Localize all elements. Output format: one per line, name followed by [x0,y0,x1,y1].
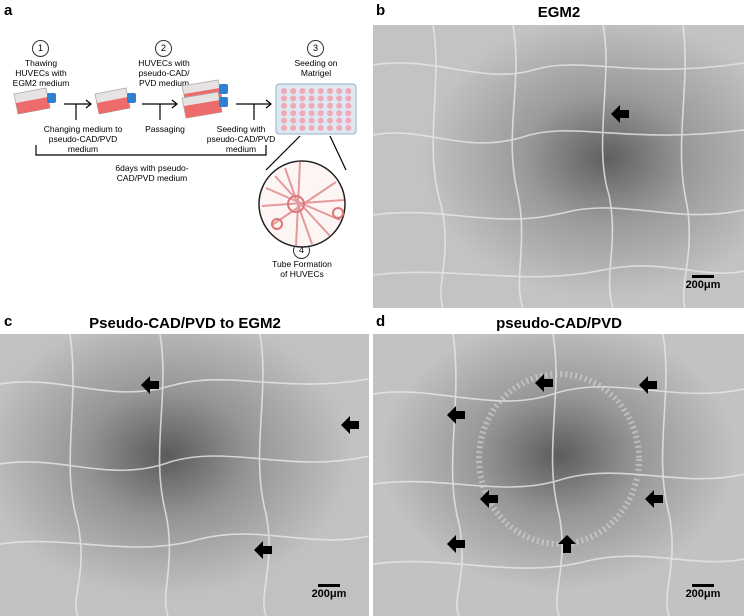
panel-c-letter: c [4,313,13,330]
micrograph-d-image [373,334,744,616]
step-3-label: Seeding on Matrigel [294,58,338,78]
flask-1-icon [13,87,56,115]
scale-bar-d: 200μm [678,584,728,600]
step-2-label: HUVECs with pseudo-CAD/ PVD medium [138,58,190,88]
scale-bar-c-line [318,584,340,587]
arrow-marker-icon [480,490,498,508]
scale-bar-b-label: 200μm [685,279,721,291]
tube-formation-magnified-icon [258,160,346,248]
scale-bar-d-label: 200μm [685,588,721,600]
micrograph-c-image [0,334,369,616]
workflow-diagram [13,79,357,248]
panel-d-title: pseudo-CAD/PVD [496,315,622,332]
step-1-number: 1 [32,40,49,57]
arrow-marker-icon [558,535,576,553]
scale-bar-b: 200μm [678,275,728,291]
step-3-number: 3 [307,40,324,57]
arrow-marker-icon [611,105,629,123]
arrow-marker-icon [447,406,465,424]
micrograph-b-image [373,25,744,308]
step-1-label: Thawing HUVECs with EGM2 medium [12,58,70,88]
well-plate-icon [275,83,357,135]
step-4-label: Tube Formation of HUVECs [272,259,332,279]
transition-1-label: Changing medium to pseudo-CAD/PVD medium [43,124,123,154]
workflow-arrows [35,99,347,171]
arrow-marker-icon [254,541,272,559]
transition-3-label: Seeding with pseudo-CAD/PVD medium [206,124,276,154]
panel-d-letter: d [376,313,386,330]
panel-b-title: EGM2 [537,4,581,21]
micrograph-pseudo-cad-pvd [373,334,744,616]
panel-c-title: Pseudo-CAD/PVD to EGM2 [89,315,281,332]
arrow-marker-icon [535,374,553,392]
panel-b-letter: b [376,2,386,19]
flask-2-icon [94,87,136,115]
arrow-marker-icon [639,376,657,394]
micrograph-pseudo-cad-pvd-to-egm2 [0,334,369,616]
panel-a-letter: a [4,2,13,19]
step-2-number: 2 [155,40,172,57]
micrograph-egm2 [373,25,744,308]
scale-bar-c-label: 200μm [311,588,347,600]
arrow-marker-icon [645,490,663,508]
scale-bar-d-line [692,584,714,587]
scale-bar-c: 200μm [304,584,354,600]
transition-2-label: Passaging [145,124,185,134]
duration-label: 6days with pseudo-CAD/PVD medium [115,163,189,183]
scale-bar-b-line [692,275,714,278]
arrow-marker-icon [447,535,465,553]
flask-stack-icon [181,79,228,119]
arrow-marker-icon [141,376,159,394]
arrow-marker-icon [341,416,359,434]
